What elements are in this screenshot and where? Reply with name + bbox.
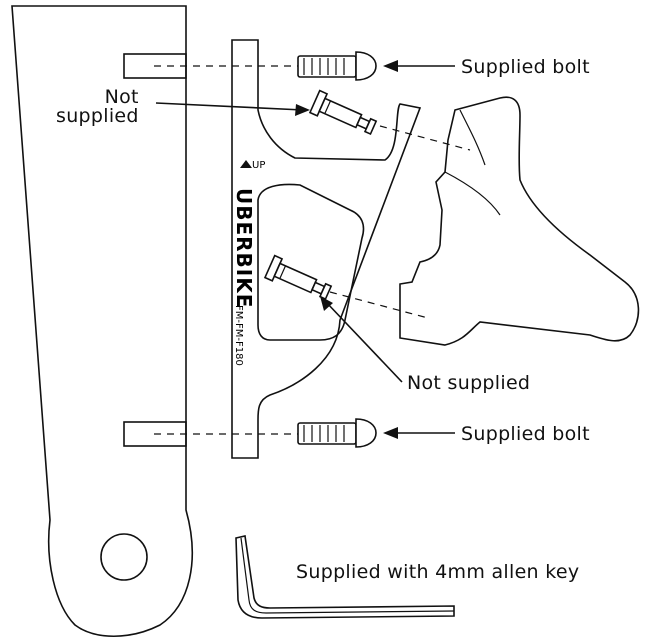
adapter-bracket	[231, 39, 422, 459]
bracket-up-marker: UP	[240, 160, 265, 171]
bracket-brand-text: UBERBIKE	[232, 188, 256, 308]
bolt-not-supplied-mid	[263, 254, 333, 301]
label-not-supplied-top: Not supplied	[56, 86, 139, 127]
arrow-not-supplied-top	[155, 102, 310, 116]
bolt-not-supplied-top	[308, 89, 378, 136]
arrow-supplied-bolt-bottom	[383, 427, 455, 439]
label-allen-key: Supplied with 4mm allen key	[296, 561, 580, 583]
dash-line-caliper-bottom	[329, 291, 429, 319]
allen-key-inner	[240, 537, 455, 614]
axle-hole	[100, 533, 148, 581]
bolt-bottom	[297, 418, 377, 448]
arrow-supplied-bolt-top	[383, 60, 455, 72]
arrow-not-supplied-mid	[320, 296, 403, 383]
bracket-up-label: UP	[252, 160, 265, 171]
bracket-model-text: FM-FM-F180	[233, 305, 244, 366]
bolt-top	[297, 51, 377, 81]
bracket-cutout	[257, 183, 365, 341]
allen-key-icon	[235, 535, 455, 619]
dash-line-caliper-top	[379, 125, 471, 151]
fork-leg	[11, 5, 193, 638]
brake-caliper	[399, 96, 640, 346]
label-supplied-bolt-top: Supplied bolt	[461, 56, 590, 78]
label-not-supplied-mid: Not supplied	[407, 372, 531, 394]
label-supplied-bolt-bottom: Supplied bolt	[461, 423, 590, 445]
caliper-piston-line	[444, 109, 501, 216]
